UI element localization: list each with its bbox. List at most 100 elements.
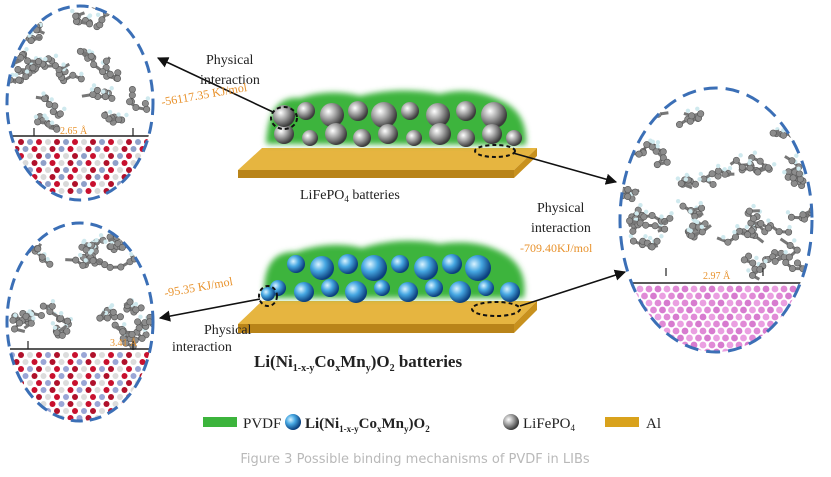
lattice-atom [654, 313, 662, 321]
lattice-atom [18, 181, 24, 187]
lattice-atom [121, 387, 128, 393]
carbon-atom [653, 161, 661, 169]
legend-al-label: Al [646, 416, 661, 432]
lattice-atom [22, 160, 29, 166]
lattice-atom [81, 139, 87, 145]
fluorine-atom [8, 57, 13, 62]
carbon-atom [785, 253, 793, 261]
carbon-atom [93, 86, 101, 94]
lattice-atom [27, 181, 33, 187]
fluorine-atom [145, 96, 151, 101]
lattice-atom [31, 146, 38, 152]
carbon-atom [108, 94, 116, 102]
lattice-atom [126, 366, 132, 372]
fluorine-atom [103, 239, 108, 244]
lattice-atom [139, 401, 146, 407]
carbon-atom [648, 104, 656, 112]
lattice-atom [130, 174, 137, 180]
lattice-atom [798, 299, 806, 307]
lattice-atom [58, 174, 65, 180]
fluorine-atom [643, 234, 648, 239]
carbon-atom [79, 261, 87, 269]
lattice-atom [103, 401, 110, 407]
lattice-atom [144, 394, 150, 400]
lattice-atom [99, 181, 105, 187]
particle [449, 281, 471, 303]
lattice-atom [681, 299, 689, 307]
lattice-atom [117, 408, 123, 414]
lattice-atom [704, 306, 711, 314]
carbon-atom [135, 324, 143, 332]
carbon-atom [51, 62, 59, 70]
aluminum-plate-front [238, 170, 514, 178]
lattice-atom [31, 174, 38, 180]
lattice-atom [690, 313, 698, 321]
lattice-atom [18, 408, 24, 414]
carbon-atom [648, 243, 656, 251]
carbon-atom [20, 29, 28, 37]
carbon-atom [29, 64, 37, 72]
fluorine-atom [746, 268, 751, 273]
lattice-atom [45, 153, 51, 159]
lattice-atom [72, 167, 78, 173]
lattice-atom [108, 394, 114, 400]
lattice-atom [807, 285, 812, 293]
lattice-atom [9, 167, 15, 173]
lattice-atom [776, 292, 783, 300]
bond [815, 205, 823, 206]
fluorine-atom [738, 153, 743, 158]
lattice-atom [45, 380, 51, 386]
lattice-atom [623, 334, 630, 342]
lattice-atom [803, 320, 810, 328]
lattice-atom [112, 387, 119, 393]
bond [86, 6, 95, 7]
fluorine-atom [659, 214, 664, 219]
fluorine-atom [685, 108, 691, 113]
carbon-atom [780, 131, 788, 139]
lattice-atom [76, 387, 83, 393]
right-interaction-label: Physical interaction -709.40KJ/mol [520, 201, 593, 255]
lattice-atom [641, 334, 648, 342]
lattice-atom [144, 181, 150, 187]
lattice-atom [771, 299, 779, 307]
carbon-atom [72, 12, 80, 20]
lattice-atom [677, 306, 684, 314]
lattice-atom [81, 366, 87, 372]
carbon-atom [11, 325, 19, 333]
lattice-atom [130, 401, 137, 407]
fluorine-atom [27, 33, 32, 38]
lattice-atom [731, 334, 738, 342]
fluorine-atom [634, 211, 639, 216]
lattice-atom [798, 313, 806, 321]
lattice-atom [699, 285, 707, 293]
carbon-atom [679, 202, 687, 210]
carbon-atom [721, 170, 729, 178]
lattice-atom [726, 341, 734, 349]
lattice-atom [13, 401, 20, 407]
carbon-atom [53, 329, 61, 337]
particle [482, 124, 502, 144]
lattice-atom [27, 380, 33, 386]
fluorine-atom [44, 116, 49, 121]
lattice-atom [54, 167, 60, 173]
fluorine-atom [109, 86, 114, 91]
bond [93, 6, 104, 9]
lattice-atom [94, 174, 101, 180]
bond [28, 24, 33, 29]
lattice-atom [40, 160, 47, 166]
carbon-atom [27, 37, 35, 45]
lattice-atom [780, 285, 788, 293]
lattice-atom [72, 352, 78, 358]
lattice-atom [18, 352, 24, 358]
carbon-atom [736, 227, 744, 235]
lattice-atom [767, 306, 774, 314]
fluorine-atom [655, 140, 661, 145]
lattice-atom [686, 348, 693, 352]
carbon-atom [34, 118, 42, 126]
particle [302, 130, 318, 146]
lattice-atom [85, 401, 92, 407]
lattice-atom [789, 341, 797, 349]
lattice-atom [76, 188, 83, 194]
lattice-atom [117, 167, 123, 173]
carbon-atom [57, 314, 65, 322]
